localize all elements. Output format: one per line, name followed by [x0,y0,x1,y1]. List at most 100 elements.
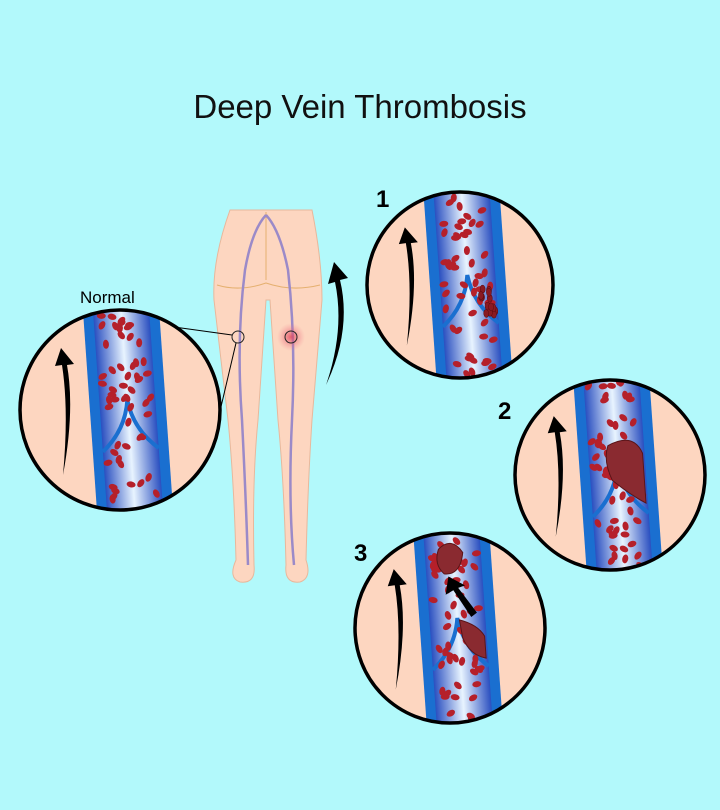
stage-2-label: 2 [498,398,512,425]
blood-cell [110,396,120,403]
blood-cell [468,309,477,317]
blood-cell [474,273,484,280]
blood-cell [116,363,125,372]
blood-cell [145,473,152,482]
blood-cell [488,336,498,343]
blood-cell [597,443,607,451]
blood-cell [488,363,497,371]
blood-cell [143,411,153,418]
blood-cell [140,357,147,367]
blood-cell [622,554,629,564]
blood-cell [456,201,463,211]
blood-cell [472,278,479,288]
blood-cell [117,459,125,469]
blood-cell [122,443,131,450]
flow-direction-arrow-icon [398,227,418,346]
blood-cell [152,489,160,498]
blood-cell [471,659,478,668]
blood-cell [472,681,482,688]
blood-cell [104,403,114,411]
blood-cell [134,372,141,382]
blood-cell [451,254,460,263]
blood-cell [459,281,469,289]
blood-cell [458,656,466,666]
blood-cell [471,550,481,557]
blood-cell [598,383,608,390]
blood-cell [463,212,472,220]
blood-cell [108,366,116,375]
blood-cell [108,386,118,394]
stage-2-vein-magnifier [513,378,707,572]
blood-cell [445,199,455,206]
blood-cell [470,287,478,297]
blood-cell [124,371,132,381]
blood-cell [633,517,642,525]
blood-cell [445,641,452,651]
blood-cell [600,396,609,404]
blood-cell [609,544,618,552]
vein [82,310,174,510]
blood-cell [450,600,457,610]
blood-cell [607,382,616,389]
blood-cell [587,438,596,446]
blood-cell [118,382,128,389]
stage-3-vein-magnifier [353,531,547,725]
blood-cell [462,580,470,590]
flow-direction-arrow-icon [55,348,74,475]
blood-cell [442,304,449,314]
normal-vein-magnifier [18,308,222,512]
blood-cell [435,644,443,654]
clot-cell [478,291,484,300]
blood-cell [609,495,616,505]
blood-cell [439,220,449,227]
normal-label: Normal [80,288,135,307]
vein [572,380,664,570]
blood-cell [439,281,449,288]
blood-cell [127,403,135,412]
blood-cell [431,570,439,579]
blood-cell [475,220,484,228]
blood-cell [98,372,107,380]
blood-cell [452,537,461,545]
blood-cell [594,519,602,528]
blood-cell [480,318,489,327]
remaining-clot [458,619,487,659]
blood-cell [480,250,489,259]
blood-cell [619,545,629,553]
blood-cell [466,712,475,720]
blood-cell [96,312,106,319]
blood-cell [136,433,145,441]
blood-cell [142,370,152,377]
blood-cell [611,551,618,561]
blood-cell [111,487,120,495]
blood-cell [597,432,604,442]
blood-cell [463,228,473,236]
blood-cell [627,540,637,548]
blood-cell [608,530,617,539]
legs-back-view [137,209,323,583]
blood-cell [107,391,117,398]
blood-cell [473,605,483,612]
blood-cell [479,333,489,340]
blood-cell [97,380,107,387]
blood-flow-arrow-icon [326,262,348,385]
blood-cell [606,419,615,427]
blood-cell [110,492,118,501]
blood-cell [142,398,150,407]
blood-cell [449,324,457,333]
clot-cell [488,302,494,312]
blood-cell [121,394,129,402]
blood-cell [589,463,598,471]
blood-cell [622,521,629,531]
blood-cell [627,506,634,516]
blood-cell [456,292,466,300]
blood-cell [98,321,106,330]
blood-cell [609,517,619,525]
blood-cell [457,218,467,225]
blood-cell [477,207,487,214]
blood-cell [125,417,132,427]
blood-cell [442,623,452,631]
blood-cell [446,652,455,660]
blood-cell [438,660,445,670]
blood-cell [105,395,113,405]
